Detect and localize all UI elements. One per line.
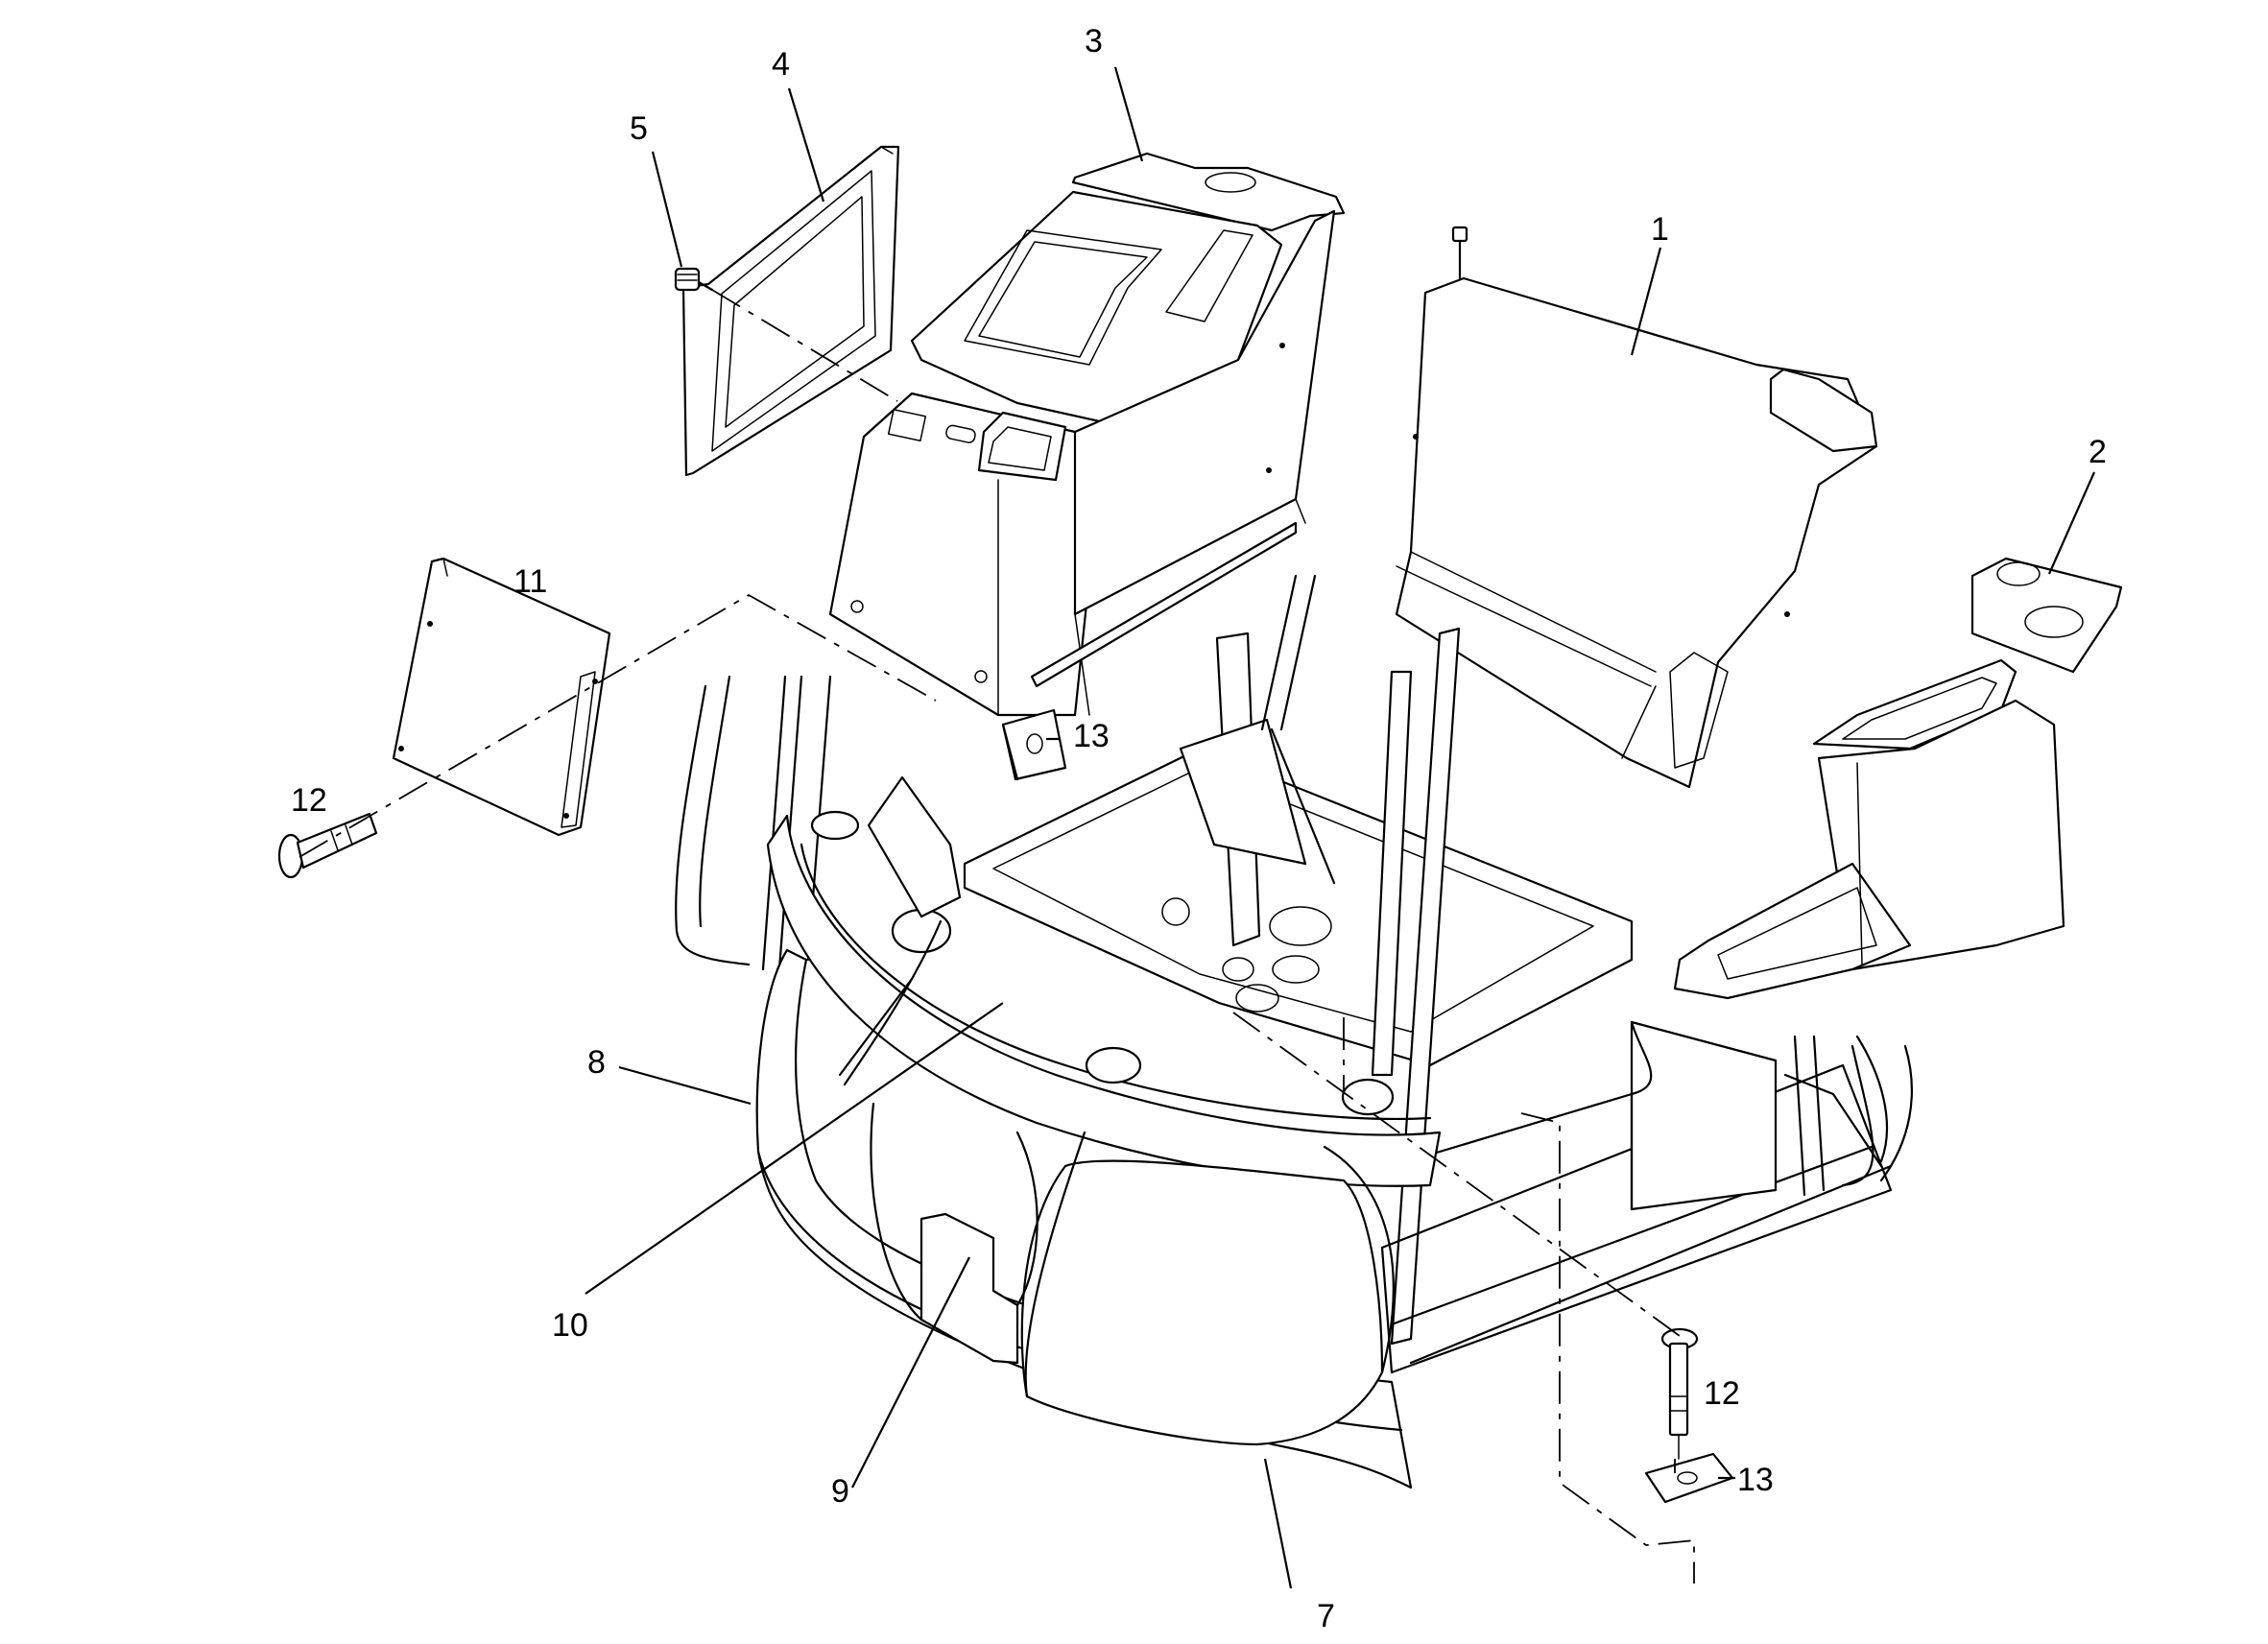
callout-11: 11: [513, 563, 547, 600]
part-1-rear-panel: [1395, 226, 1878, 789]
part-4-side-panel: [681, 145, 900, 477]
part-9-cover-plate: [870, 1102, 1039, 1365]
callout-5: 5: [630, 110, 648, 147]
callout-1: 1: [1651, 211, 1669, 248]
callout-9: 9: [831, 1473, 849, 1510]
callout-10: 10: [552, 1307, 588, 1344]
part-12-bolt-right: [1660, 1327, 1699, 1460]
part-3-console: [828, 152, 1346, 717]
part-11-small-panel: [392, 557, 611, 837]
part-5-screw: [674, 267, 714, 292]
part-12-bolt-left: [277, 812, 378, 879]
callout-12-right: 12: [1704, 1375, 1740, 1412]
callout-3: 3: [1085, 23, 1103, 60]
part-10-dash-bar: [766, 775, 1442, 1187]
part-2-side-console: [1673, 557, 2123, 1000]
leader-lines: [585, 66, 2096, 1589]
part-7-lower-panel: [1020, 1131, 1395, 1446]
part-13-clip-upper: [1001, 708, 1067, 781]
assembly-lines: [298, 289, 1695, 1584]
callout-8: 8: [587, 1044, 606, 1081]
callout-7: 7: [1317, 1598, 1335, 1634]
cab-frame: [675, 574, 1913, 1489]
callout-labels: 1 2 3 4 5 7 8 9 10 11 12 12 13 13: [291, 23, 2107, 1634]
callout-13-lower: 13: [1737, 1462, 1774, 1498]
callout-2: 2: [2089, 434, 2107, 470]
callout-13-upper: 13: [1073, 718, 1110, 754]
callout-12-left: 12: [291, 782, 327, 819]
callout-4: 4: [772, 46, 790, 83]
